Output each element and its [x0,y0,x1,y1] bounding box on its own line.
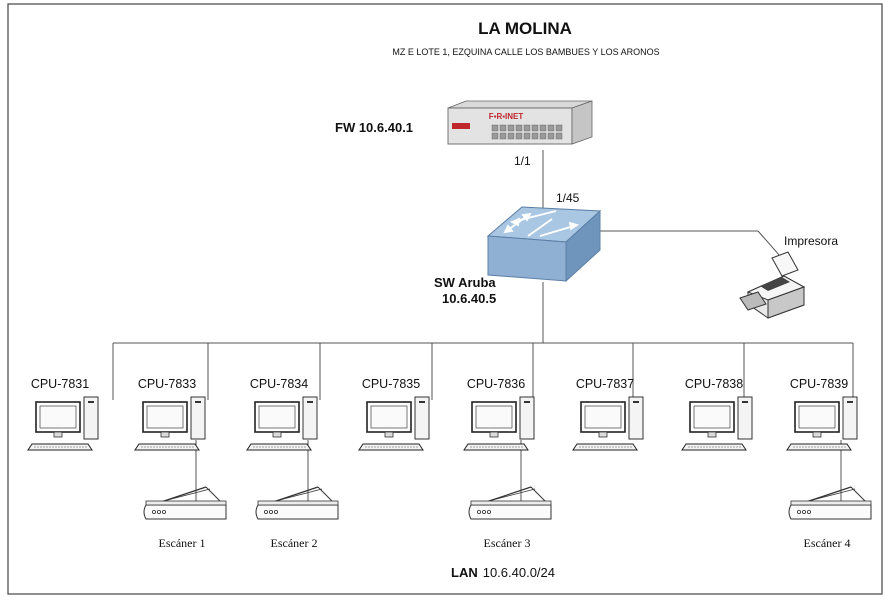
scanner-icon [788,486,872,520]
computer-icon [572,396,644,451]
diagram-frame [7,3,883,595]
printer-label: Impresora [784,234,838,248]
scanner-icon [143,486,227,520]
computer-node[interactable]: CPU-7839 [786,377,858,451]
printer-device[interactable] [739,251,806,319]
computer-node[interactable]: CPU-7837 [572,377,644,451]
network-links [112,150,854,505]
computer-label: CPU-7833 [138,377,196,391]
lan-prefix: LAN [451,565,478,580]
scanner-node[interactable]: Escáner 4 [788,486,872,550]
computer-icon [681,396,753,451]
computers: CPU-7831 CPU-7833 CPU-7834 CPU-7835 CPU-7836… [27,377,858,451]
scanner-label: Escáner 1 [159,536,206,550]
computer-icon [786,396,858,451]
scanner-icon [255,486,339,520]
switch-port-label: 1/45 [556,191,580,205]
computer-icon [27,396,99,451]
computer-label: CPU-7837 [576,377,634,391]
switch-device[interactable] [486,206,602,283]
computer-node[interactable]: CPU-7833 [134,377,206,451]
firewall-brand: F▪R▪INET [489,112,524,121]
computer-label: CPU-7835 [362,377,420,391]
firewall-port-grid [491,124,563,140]
scanner-node[interactable]: Escáner 2 [255,486,339,550]
computer-label: CPU-7836 [467,377,525,391]
computer-node[interactable]: CPU-7838 [681,377,753,451]
computer-label: CPU-7839 [790,377,848,391]
firewall-port-label: 1/1 [514,154,531,168]
computer-label: CPU-7831 [31,377,89,391]
printer-drop-link [757,230,781,257]
computer-icon [134,396,206,451]
computer-node[interactable]: CPU-7834 [246,377,318,451]
scanner-node[interactable]: Escáner 1 [143,486,227,550]
computer-label: CPU-7834 [250,377,308,391]
scanner-links [195,440,842,505]
scanner-label: Escáner 4 [804,536,851,550]
computer-icon [358,396,430,451]
computer-icon [463,396,535,451]
scanner-node[interactable]: Escáner 3 [468,486,552,550]
scanners: Escáner 1 Escáner 2 Escáner 3 Escáner 4 [143,486,872,550]
cpu-drop-links [112,343,854,400]
switch-arrows-icon [503,210,580,237]
diagram-subtitle: MZ E LOTE 1, EZQUINA CALLE LOS BAMBUES Y… [392,47,659,57]
diagram-title: LA MOLINA [478,19,572,38]
switch-ip: 10.6.40.5 [442,291,496,306]
scanner-label: Escáner 3 [484,536,531,550]
scanner-label: Escáner 2 [271,536,318,550]
firewall-device[interactable]: F▪R▪INET [447,100,593,145]
computer-node[interactable]: CPU-7831 [27,377,99,451]
computer-node[interactable]: CPU-7835 [358,377,430,451]
firewall-label: FW 10.6.40.1 [335,120,413,135]
computer-node[interactable]: CPU-7836 [463,377,535,451]
computer-icon [246,396,318,451]
computer-label: CPU-7838 [685,377,743,391]
lan-network: 10.6.40.0/24 [483,565,555,580]
firewall-logo-icon [452,123,470,129]
scanner-icon [468,486,552,520]
lan-label: LAN 10.6.40.0/24 [451,565,555,580]
switch-name: SW Aruba [434,275,496,290]
